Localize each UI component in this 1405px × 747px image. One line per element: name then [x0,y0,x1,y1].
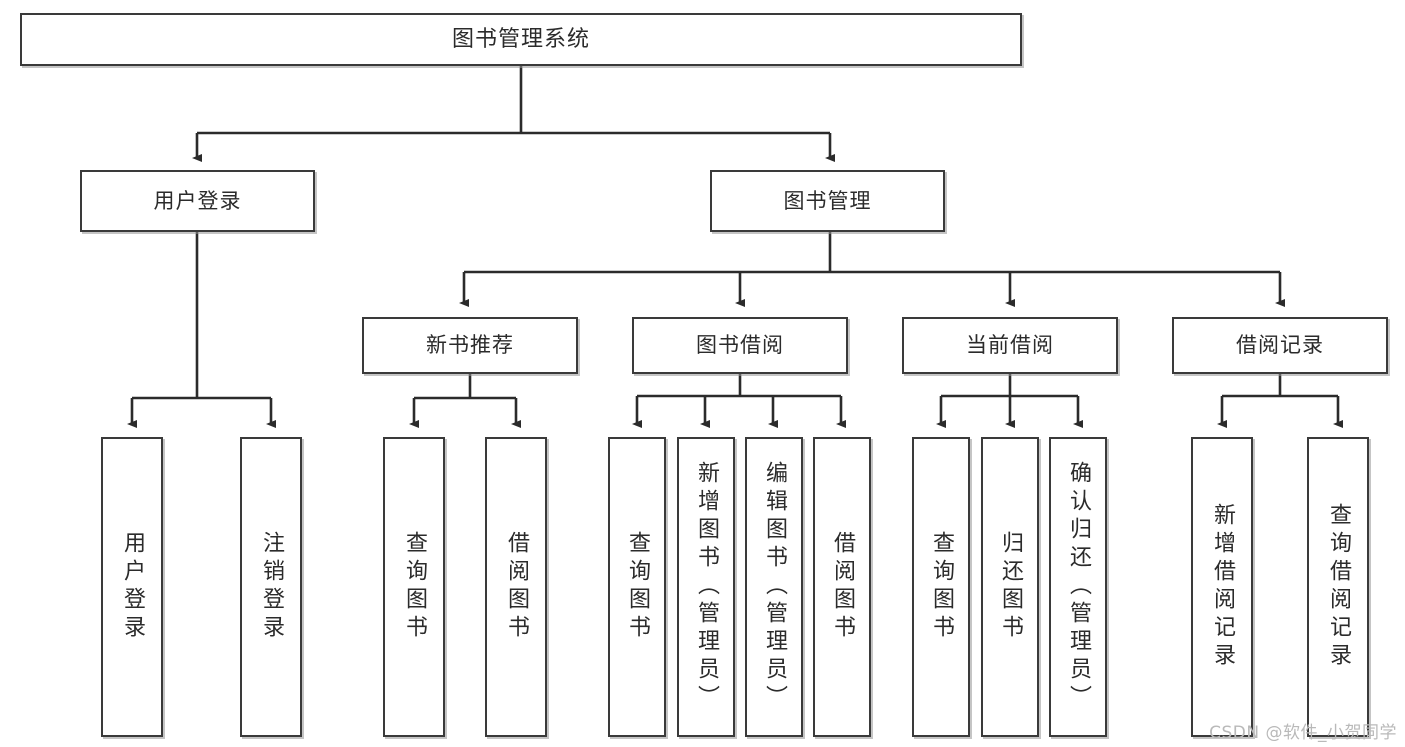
node-leaf-borrow-book-2-label: 借阅图书 [830,531,855,643]
node-leaf-add-book[interactable]: 新增图书（管理员） [677,437,735,737]
node-leaf-return-book[interactable]: 归还图书 [981,437,1039,737]
node-current-borrow[interactable]: 当前借阅 [902,317,1118,374]
node-leaf-query-book-1-label: 查询图书 [402,531,427,643]
node-leaf-query-record[interactable]: 查询借阅记录 [1307,437,1369,737]
node-new-book-rec[interactable]: 新书推荐 [362,317,578,374]
node-user-login[interactable]: 用户登录 [80,170,315,232]
node-leaf-query-book-2[interactable]: 查询图书 [608,437,666,737]
node-leaf-add-record[interactable]: 新增借阅记录 [1191,437,1253,737]
node-leaf-add-book-label: 新增图书（管理员） [694,461,719,713]
node-book-borrow-label: 图书借阅 [696,333,784,358]
node-borrow-record[interactable]: 借阅记录 [1172,317,1388,374]
node-leaf-return-book-label: 归还图书 [998,531,1023,643]
watermark-text: CSDN @软件_小贺同学 [1209,723,1397,743]
node-leaf-user-login[interactable]: 用户登录 [101,437,163,737]
node-current-borrow-label: 当前借阅 [966,333,1054,358]
node-book-borrow[interactable]: 图书借阅 [632,317,848,374]
node-leaf-confirm-return[interactable]: 确认归还（管理员） [1049,437,1107,737]
node-leaf-query-book-1[interactable]: 查询图书 [383,437,445,737]
node-root-label: 图书管理系统 [451,26,590,52]
node-leaf-query-book-3-label: 查询图书 [929,531,954,643]
node-user-login-label: 用户登录 [153,188,242,213]
node-leaf-query-book-3[interactable]: 查询图书 [912,437,970,737]
node-leaf-user-login-label: 用户登录 [120,531,145,643]
node-leaf-borrow-book-2[interactable]: 借阅图书 [813,437,871,737]
node-root[interactable]: 图书管理系统 [20,13,1022,66]
node-leaf-query-record-label: 查询借阅记录 [1326,503,1351,671]
node-book-manage[interactable]: 图书管理 [710,170,945,232]
node-new-book-rec-label: 新书推荐 [426,333,514,358]
node-leaf-edit-book[interactable]: 编辑图书（管理员） [745,437,803,737]
node-book-manage-label: 图书管理 [783,188,872,213]
node-leaf-edit-book-label: 编辑图书（管理员） [762,461,787,713]
node-leaf-query-book-2-label: 查询图书 [625,531,650,643]
node-leaf-logout-login-label: 注销登录 [259,531,284,643]
node-leaf-logout-login[interactable]: 注销登录 [240,437,302,737]
node-leaf-borrow-book-1[interactable]: 借阅图书 [485,437,547,737]
node-leaf-add-record-label: 新增借阅记录 [1210,503,1235,671]
node-leaf-confirm-return-label: 确认归还（管理员） [1066,461,1091,713]
node-borrow-record-label: 借阅记录 [1236,333,1324,358]
node-leaf-borrow-book-1-label: 借阅图书 [504,531,529,643]
